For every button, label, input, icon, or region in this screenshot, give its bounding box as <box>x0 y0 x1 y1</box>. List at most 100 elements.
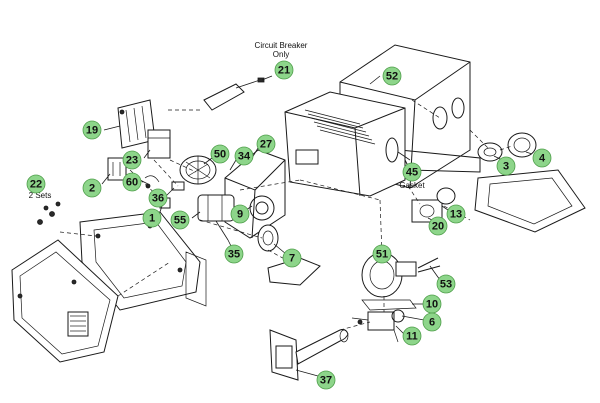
switch <box>107 157 127 181</box>
callout-circle <box>122 150 142 170</box>
callout-label: 23 <box>126 155 138 167</box>
callout-circle <box>402 326 422 346</box>
callout-label: 60 <box>126 177 138 189</box>
callout-circle <box>82 178 102 198</box>
exhaust-vent <box>269 329 349 381</box>
callout-label: 7 <box>289 253 295 265</box>
callout-circle <box>210 144 230 164</box>
callout-label: 45 <box>406 167 418 179</box>
callout-9: 9 <box>230 204 250 224</box>
callout-circle <box>142 208 162 228</box>
callout-circle <box>230 204 250 224</box>
combustion-wheel <box>257 224 279 252</box>
callout-label: 37 <box>320 375 332 387</box>
callout-circle <box>256 134 276 154</box>
callout-51: 51 <box>372 244 392 264</box>
blower-wheel <box>179 155 217 185</box>
callout-label: 13 <box>450 209 462 221</box>
callout-label: 9 <box>237 209 243 221</box>
callout-label: 3 <box>503 161 509 173</box>
callout-label: 20 <box>432 221 444 233</box>
callout-label: 11 <box>406 331 418 343</box>
callout-circle <box>496 156 516 176</box>
sail-switch-gasket <box>436 187 456 205</box>
callout-13: 13 <box>446 204 466 224</box>
valve-bracket <box>361 299 417 311</box>
callout-label: 21 <box>278 65 290 77</box>
callout-circle <box>224 244 244 264</box>
callout-23: 23 <box>122 150 142 170</box>
callout-label: 35 <box>228 249 240 261</box>
circuit-breaker-note-line1: Circuit Breaker <box>255 41 308 50</box>
sets-note: 2 Sets <box>29 191 52 200</box>
gasket-note: Gasket <box>399 181 425 190</box>
callout-6: 6 <box>422 312 442 332</box>
callout-circle <box>402 162 422 182</box>
motor <box>197 194 235 241</box>
callout-36: 36 <box>148 188 168 208</box>
callout-label: 4 <box>539 153 546 165</box>
callout-label: 34 <box>238 151 251 163</box>
callout-label: 19 <box>86 125 98 137</box>
callout-circle <box>316 370 336 390</box>
callout-label: 2 <box>89 183 95 195</box>
exhaust-tube <box>507 132 537 158</box>
callout-circle <box>532 148 552 168</box>
callout-label: 55 <box>174 215 186 227</box>
callout-label: 27 <box>260 139 272 151</box>
side-trim <box>185 251 207 307</box>
circuit-breaker <box>203 77 265 111</box>
gas-valve <box>351 309 405 343</box>
callout-45: 45 <box>402 162 422 182</box>
callout-4: 4 <box>532 148 552 168</box>
callout-11: 11 <box>402 326 422 346</box>
gasket-frame <box>474 169 586 233</box>
access-door <box>11 239 119 363</box>
callout-20: 20 <box>428 216 448 236</box>
callout-10: 10 <box>422 294 442 314</box>
callout-19: 19 <box>82 120 102 140</box>
callout-label: 10 <box>426 299 438 311</box>
callout-circle <box>26 174 46 194</box>
latch-screws <box>37 201 61 225</box>
callout-label: 52 <box>386 71 398 83</box>
callout-3: 3 <box>496 156 516 176</box>
circuit-breaker-note-line2: Only <box>273 50 289 59</box>
callout-34: 34 <box>234 146 254 166</box>
callout-circle <box>148 188 168 208</box>
callout-circle <box>122 172 142 192</box>
callout-60: 60 <box>122 172 142 192</box>
callout-label: 50 <box>214 149 226 161</box>
callout-circle <box>372 244 392 264</box>
callout-50: 50 <box>210 144 230 164</box>
callout-55: 55 <box>170 210 190 230</box>
callout-label: 22 <box>30 179 42 191</box>
callout-53: 53 <box>436 274 456 294</box>
callout-2: 2 <box>82 178 102 198</box>
electrode <box>417 257 441 273</box>
callout-circle <box>446 204 466 224</box>
callout-27: 27 <box>256 134 276 154</box>
callout-52: 52 <box>382 66 402 86</box>
callout-circle <box>234 146 254 166</box>
callout-circle <box>170 210 190 230</box>
combustion-chamber <box>284 91 406 197</box>
relay <box>147 129 171 159</box>
callout-circle <box>82 120 102 140</box>
exhaust-gasket <box>477 142 503 162</box>
callout-1: 1 <box>142 208 162 228</box>
callout-circle <box>428 216 448 236</box>
callout-circle <box>282 248 302 268</box>
callout-circle <box>274 60 294 80</box>
callout-circle <box>382 66 402 86</box>
callout-label: 1 <box>149 213 155 225</box>
callout-22: 22 <box>26 174 46 194</box>
callout-label: 51 <box>376 249 388 261</box>
callout-circle <box>436 274 456 294</box>
callout-label: 36 <box>152 193 164 205</box>
chamber-fins <box>304 109 376 145</box>
burner-gasket <box>411 199 443 223</box>
callout-37: 37 <box>316 370 336 390</box>
